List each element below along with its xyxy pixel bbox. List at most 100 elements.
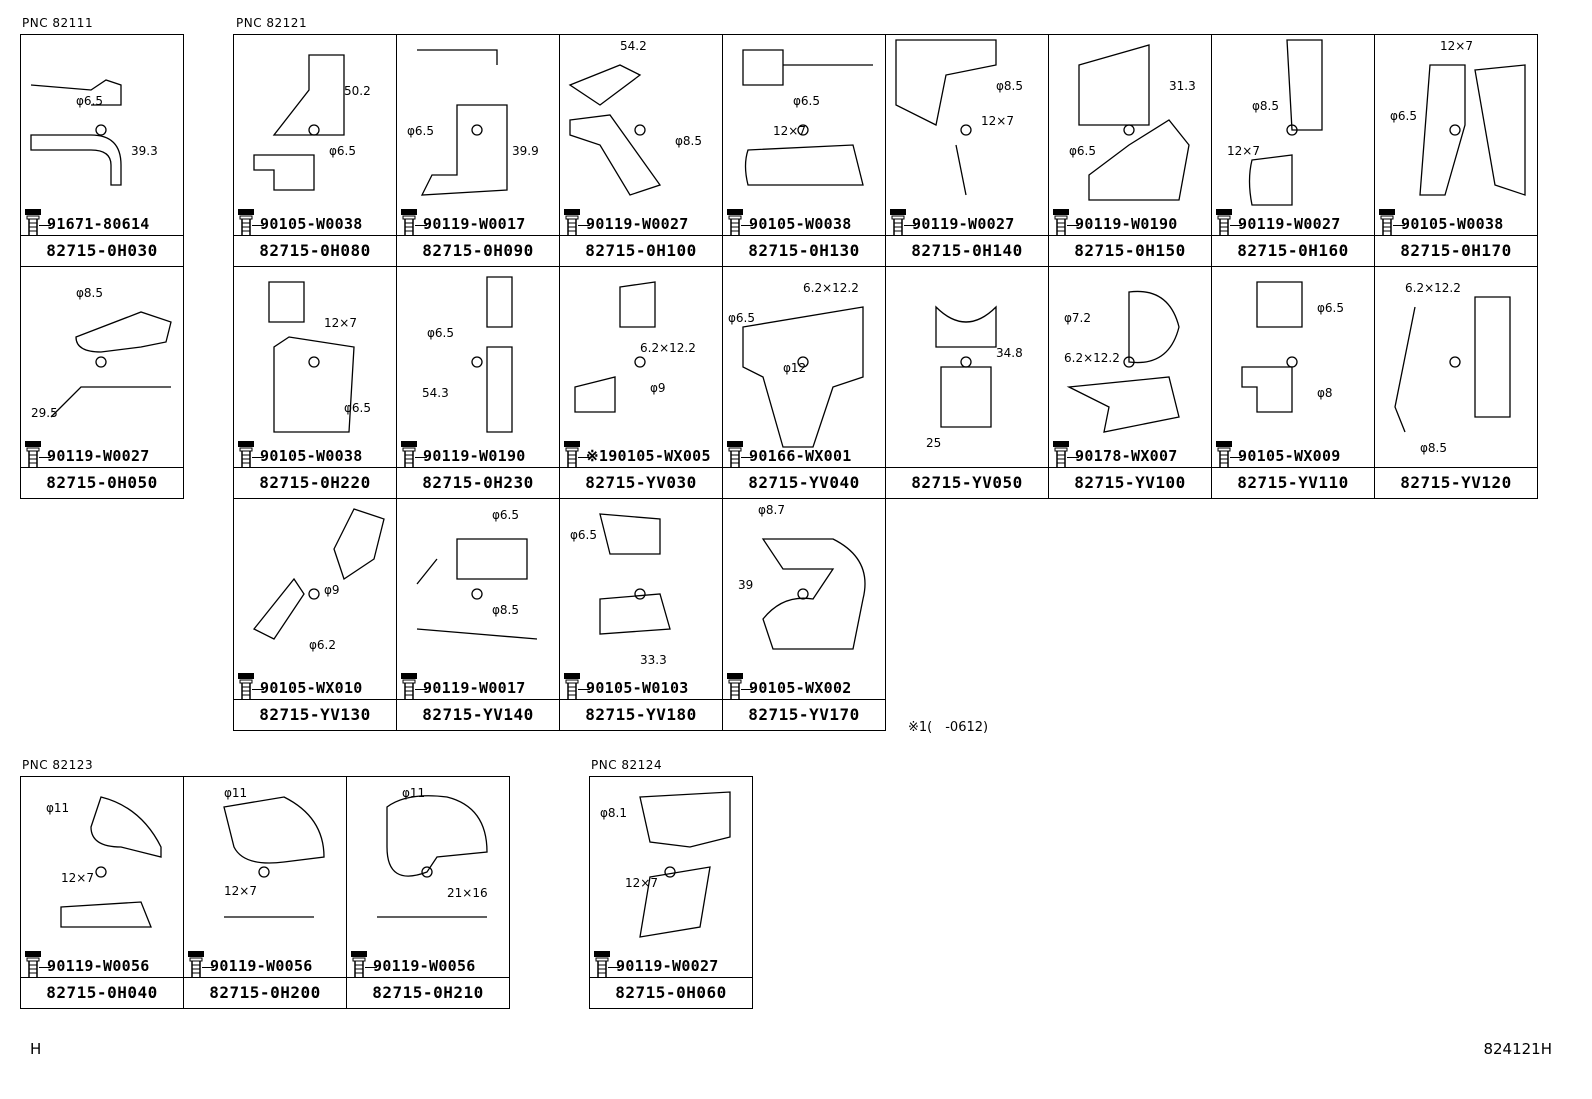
dimension-label: φ11	[402, 786, 425, 800]
bolt-part-number: 90119-W0190	[423, 447, 526, 465]
leader-line	[608, 967, 620, 968]
part-drawing: φ11 12×7	[46, 796, 162, 928]
part-number[interactable]: 82715-0H210	[347, 977, 509, 1008]
dimension-label: 50.2	[344, 84, 371, 98]
part-cell-82715-yv170[interactable]: φ8.7 39 90105-WX002 82715-YV170	[723, 499, 886, 731]
part-drawing: φ6.5 φ8.5	[416, 508, 538, 640]
bolt-icon	[238, 441, 254, 467]
part-number[interactable]: 82715-0H030	[21, 235, 183, 266]
leader-line	[904, 225, 916, 226]
leader-line	[741, 689, 753, 690]
grid-82121: 50.2 φ6.5 90105-W0038 82715-0H080 φ6.5 3…	[233, 34, 1538, 731]
part-cell-82715-0h060[interactable]: φ8.1 12×7 90119-W0027 82715-0H060	[590, 777, 753, 1009]
part-number[interactable]: 82715-0H050	[21, 467, 183, 498]
dimension-label: φ8.1	[600, 806, 627, 820]
leader-line	[252, 457, 264, 458]
leader-line	[39, 967, 51, 968]
part-cell-82715-yv030[interactable]: 6.2×12.2 φ9 ※190105-WX005 82715-YV030	[560, 267, 723, 499]
leader-line	[365, 967, 377, 968]
part-cell-82715-yv100[interactable]: φ7.2 6.2×12.2 90178-WX007 82715-YV100	[1049, 267, 1212, 499]
part-number[interactable]: 82715-YV120	[1375, 467, 1537, 498]
part-cell-82715-0h210[interactable]: φ11 21×16 90119-W0056 82715-0H210	[347, 777, 510, 1009]
part-number[interactable]: 82715-0H230	[397, 467, 559, 498]
part-number[interactable]: 82715-YV130	[234, 699, 396, 730]
part-number[interactable]: 82715-0H130	[723, 235, 885, 266]
part-cell-82715-0h220[interactable]: 12×7 φ6.5 90105-W0038 82715-0H220	[234, 267, 397, 499]
leader-line	[202, 967, 214, 968]
part-cell-82715-0h200[interactable]: φ11 12×7 90119-W0056 82715-0H200	[184, 777, 347, 1009]
dimension-label: 39	[738, 578, 753, 592]
part-drawing: φ8.5 29.5	[31, 286, 172, 420]
bolt-icon	[564, 209, 580, 235]
part-cell-82715-0h140[interactable]: φ8.5 12×7 90119-W0027 82715-0H140	[886, 35, 1049, 267]
leader-line	[578, 689, 590, 690]
dimension-label: φ8.5	[76, 286, 103, 300]
part-cell-82715-yv110[interactable]: φ6.5 φ8 90105-WX009 82715-YV110	[1212, 267, 1375, 499]
part-cell-82715-yv120[interactable]: 6.2×12.2 φ8.5 82715-YV120	[1375, 267, 1538, 499]
part-cell-82715-0h040[interactable]: φ11 12×7 90119-W0056 82715-0H040	[21, 777, 184, 1009]
part-number[interactable]: 82715-YV040	[723, 467, 885, 498]
part-number[interactable]: 82715-YV030	[560, 467, 722, 498]
part-cell-82715-0h230[interactable]: φ6.5 54.3 90119-W0190 82715-0H230	[397, 267, 560, 499]
bolt-part-number: 90166-WX001	[749, 447, 852, 465]
part-number[interactable]: 82715-0H150	[1049, 235, 1211, 266]
drawing-number: 824121H	[1483, 1040, 1552, 1058]
part-number[interactable]: 82715-YV180	[560, 699, 722, 730]
pnc-label-82111: PNC 82111	[22, 16, 94, 30]
dimension-label: 12×7	[773, 124, 806, 138]
part-number[interactable]: 82715-0H140	[886, 235, 1048, 266]
part-number[interactable]: 82715-0H200	[184, 977, 346, 1008]
part-drawing: φ6.5 12×7	[742, 49, 873, 186]
dimension-label: 29.5	[31, 406, 58, 420]
part-number[interactable]: 82715-0H060	[590, 977, 752, 1008]
part-cell-82715-0h160[interactable]: φ8.5 12×7 90119-W0027 82715-0H160	[1212, 35, 1375, 267]
part-number[interactable]: 82715-0H170	[1375, 235, 1537, 266]
part-cell-82715-0h150[interactable]: 31.3 φ6.5 90119-W0190 82715-0H150	[1049, 35, 1212, 267]
dimension-label: φ6.5	[728, 311, 755, 325]
bolt-icon	[1216, 441, 1232, 467]
part-cell-82715-yv180[interactable]: φ6.5 33.3 90105-W0103 82715-YV180	[560, 499, 723, 731]
part-cell-82715-yv130[interactable]: φ9 φ6.2 90105-WX010 82715-YV130	[234, 499, 397, 731]
dimension-label: φ6.5	[793, 94, 820, 108]
part-cell-82715-0h080[interactable]: 50.2 φ6.5 90105-W0038 82715-0H080	[234, 35, 397, 267]
part-cell-82715-yv050[interactable]: 34.8 25 82715-YV050	[886, 267, 1049, 499]
part-number[interactable]: 82715-YV140	[397, 699, 559, 730]
bolt-part-number: 91671-80614	[47, 215, 150, 233]
part-cell-82715-yv140[interactable]: φ6.5 φ8.5 90119-W0017 82715-YV140	[397, 499, 560, 731]
part-cell-82715-0h130[interactable]: φ6.5 12×7 90105-W0038 82715-0H130	[723, 35, 886, 267]
dimension-label: 25	[926, 436, 941, 450]
bolt-icon	[727, 209, 743, 235]
part-drawing: 34.8 25	[926, 305, 1023, 450]
leader-line	[578, 225, 590, 226]
part-number[interactable]: 82715-0H040	[21, 977, 183, 1008]
part-number[interactable]: 82715-0H220	[234, 467, 396, 498]
part-cell-82715-0h100[interactable]: 54.2 φ8.5 90119-W0027 82715-0H100	[560, 35, 723, 267]
part-drawing: φ6.5 φ8	[1241, 281, 1344, 413]
bolt-icon	[25, 209, 41, 235]
part-number[interactable]: 82715-0H080	[234, 235, 396, 266]
part-cell-82715-yv040[interactable]: 6.2×12.2 φ6.5 φ12 90166-WX001 82715-YV04…	[723, 267, 886, 499]
part-drawing: φ7.2 6.2×12.2	[1064, 290, 1180, 433]
bolt-part-number: 90119-W0017	[423, 679, 526, 697]
bolt-icon	[1379, 209, 1395, 235]
part-number[interactable]: 82715-0H090	[397, 235, 559, 266]
bolt-part-number: 90119-W0017	[423, 215, 526, 233]
part-number[interactable]: 82715-YV100	[1049, 467, 1211, 498]
part-number[interactable]: 82715-0H160	[1212, 235, 1374, 266]
grid-82124: φ8.1 12×7 90119-W0027 82715-0H060	[589, 776, 753, 1009]
part-number[interactable]: 82715-0H100	[560, 235, 722, 266]
part-number[interactable]: 82715-YV170	[723, 699, 885, 730]
part-cell-82715-0h050[interactable]: φ8.5 29.5 90119-W0027 82715-0H050	[21, 267, 184, 499]
dimension-label: φ6.5	[427, 326, 454, 340]
dimension-label: 12×7	[625, 876, 658, 890]
dimension-label: φ7.2	[1064, 311, 1091, 325]
part-number[interactable]: 82715-YV110	[1212, 467, 1374, 498]
part-cell-82715-0h030[interactable]: φ6.5 39.3 91671-80614 82715-0H030	[21, 35, 184, 267]
part-number[interactable]: 82715-YV050	[886, 467, 1048, 498]
dimension-label: φ8.5	[1252, 99, 1279, 113]
leader-line	[252, 225, 264, 226]
part-cell-82715-0h170[interactable]: 12×7 φ6.5 90105-W0038 82715-0H170	[1375, 35, 1538, 267]
dimension-label: φ6.5	[570, 528, 597, 542]
part-cell-82715-0h090[interactable]: φ6.5 39.9 90119-W0017 82715-0H090	[397, 35, 560, 267]
leader-line	[415, 225, 427, 226]
